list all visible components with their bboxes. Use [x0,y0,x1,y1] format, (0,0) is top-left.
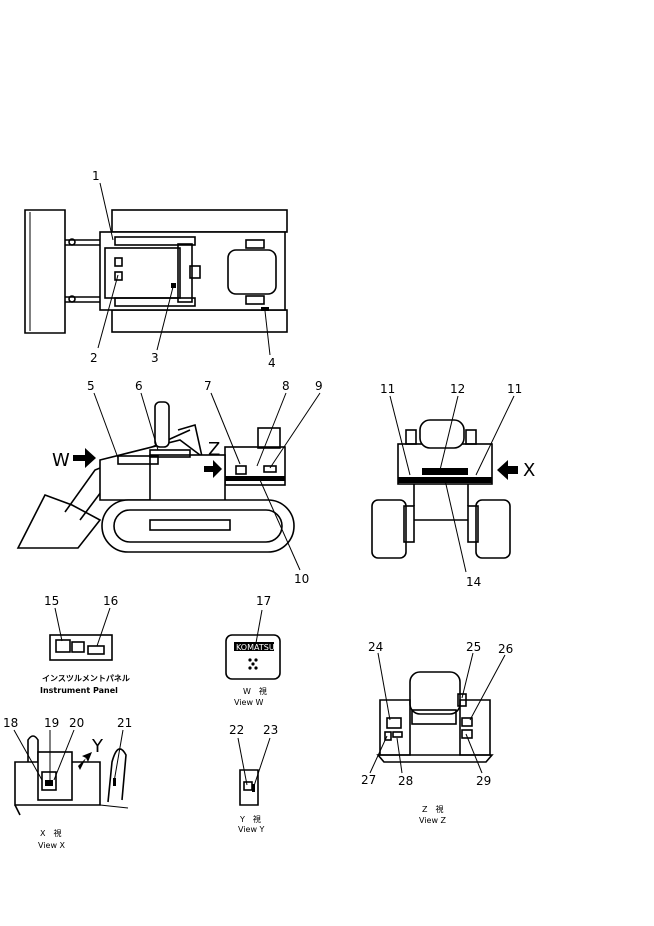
instrument-panel-caption-jp: インスツルメントパネル [42,673,130,683]
view-x-arrow [497,460,518,480]
callout-19: 19 [44,716,59,730]
callout-26: 26 [498,642,513,656]
rear-track-left [371,499,407,559]
view-z-caption-en: View Z [419,816,447,825]
callout-29: 29 [476,774,491,788]
callout-2: 2 [90,351,98,365]
view-z-caption-jp: Z 視 [422,805,443,814]
top-view: 1 2 3 4 [24,169,288,370]
callout-7: 7 [204,379,212,393]
y-lever [239,769,259,806]
view-x-caption-jp: X 視 [40,829,61,838]
rear-seat [419,419,465,449]
callout-20: 20 [69,716,84,730]
bucket [16,494,102,549]
callout-23: 23 [263,723,278,737]
view-x-caption-en: View X [38,841,66,850]
callout-16: 16 [103,594,118,608]
view-x-marker: X [523,460,535,481]
view-z-marker: Z [208,439,220,460]
callout-25: 25 [466,640,481,654]
view-y-arrow [78,752,92,770]
view-y-marker: Y [91,736,104,757]
callout-11-right: 11 [507,382,522,396]
side-track [101,499,295,553]
callout-24: 24 [368,640,383,654]
view-w-marker: W [52,450,70,471]
track-upper [111,209,288,233]
z-seat [409,671,461,715]
callout-4: 4 [268,356,276,370]
callout-5: 5 [87,379,95,393]
callout-21: 21 [117,716,132,730]
callout-18: 18 [3,716,18,730]
w-plate [225,634,281,680]
callout-15: 15 [44,594,59,608]
view-y: 22 23 Y 視 View Y [229,723,278,834]
callout-22: 22 [229,723,244,737]
view-w: KOMATSU 17 W 視 View W [225,594,281,707]
w-plate-text: KOMATSU [236,643,275,652]
instrument-panel [49,634,113,661]
view-z-arrow [204,460,222,478]
callout-1: 1 [92,169,100,183]
exhaust-pipe [154,401,170,448]
callout-12: 12 [450,382,465,396]
view-w-caption-jp: W 視 [243,687,267,696]
x-lever-box [37,751,73,801]
view-y-caption-jp: Y 視 [239,815,261,824]
view-x: Y 18 19 20 21 X 視 View X [3,716,132,850]
view-z: 24 25 26 27 28 29 Z 視 View Z [361,640,513,825]
mid-body [149,454,226,506]
callout-28: 28 [398,774,413,788]
callout-9: 9 [315,379,323,393]
view-w-caption-en: View W [234,698,264,707]
callout-3: 3 [151,351,159,365]
side-view: W Z 5 6 7 8 9 10 [16,379,323,586]
view-y-caption-en: View Y [238,825,265,834]
callout-11-left: 11 [380,382,395,396]
callout-14: 14 [466,575,481,589]
callout-8: 8 [282,379,290,393]
callout-6: 6 [135,379,143,393]
operator-seat [227,249,277,295]
rear-track-right [475,499,511,559]
instrument-panel-caption-en: Instrument Panel [40,686,118,695]
view-w-arrow [73,448,96,468]
blade [24,209,66,334]
callout-17: 17 [256,594,271,608]
callout-10: 10 [294,572,309,586]
rear-view: X 11 12 11 14 [371,382,535,589]
track-lower [111,309,288,333]
instrument-panel-view: 15 16 インスツルメントパネル Instrument Panel [40,594,130,695]
callout-27: 27 [361,773,376,787]
